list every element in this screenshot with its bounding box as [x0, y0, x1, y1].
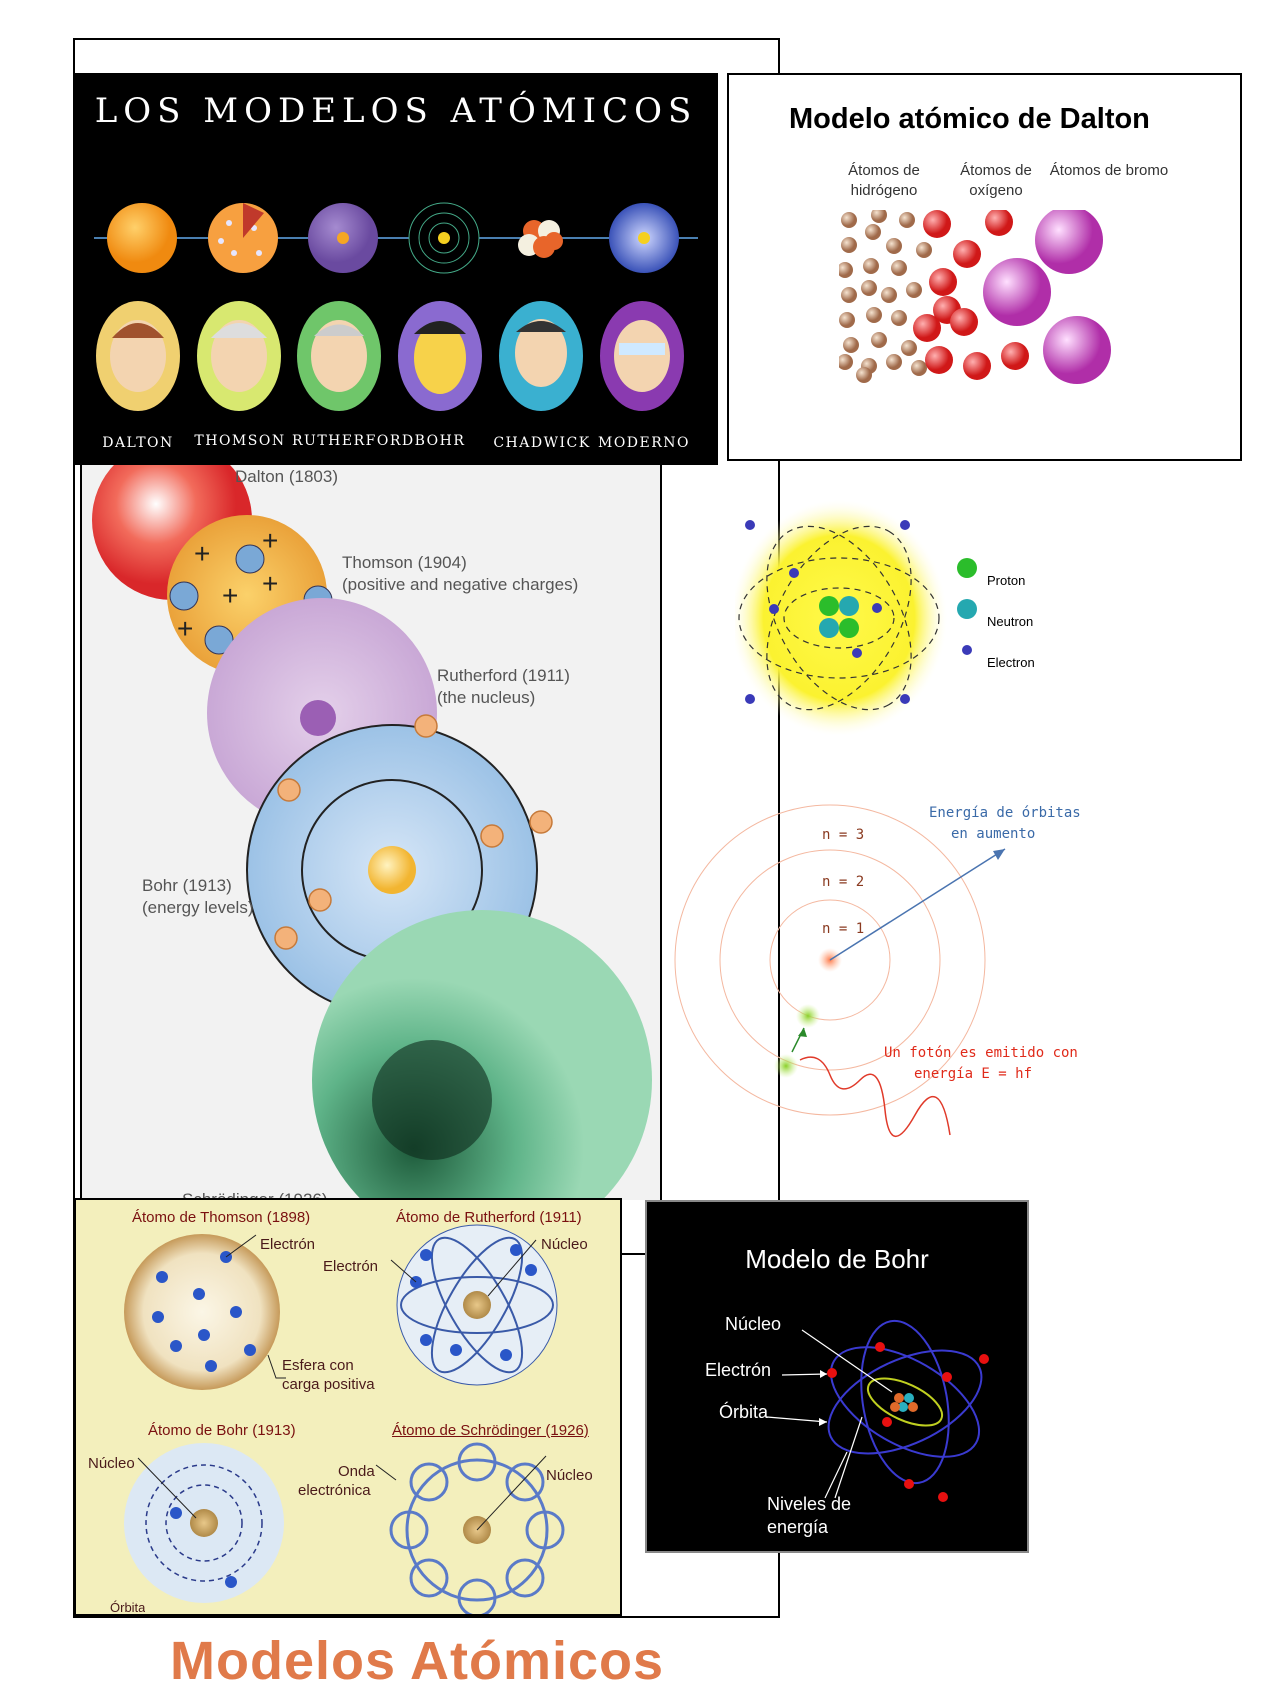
rutherford-atom-title: Átomo de Rutherford (1911) [396, 1209, 582, 1226]
dalton-model-panel: Modelo atómico de Dalton Átomos de hidró… [727, 73, 1242, 461]
orbit-partial-label: Órbita [110, 1600, 146, 1612]
svg-text:+: + [177, 613, 193, 644]
orbit-label-1: Energía de órbitas [929, 805, 1081, 821]
level-n2: n = 2 [822, 874, 865, 890]
label-rutherford: RUTHERFORD [292, 433, 415, 449]
comparison-illustrations [124, 1224, 565, 1614]
orbit-label-2: en aumento [951, 826, 1036, 842]
dalton-atoms-illustration [839, 210, 1111, 384]
dalton-portrait [96, 301, 180, 411]
chadwick-model-icon [518, 220, 563, 258]
thomson-electron-label: Electrón [260, 1236, 316, 1253]
modern-scientist-portrait [600, 301, 684, 411]
atom-comparison-panel: Átomo de Thomson (1898) Átomo de Rutherf… [74, 1198, 622, 1616]
history-bohr-label-1: Bohr (1913) [142, 876, 232, 895]
legend-electron: Electron [987, 655, 1035, 670]
rutherford-electron-label: Electrón [323, 1258, 379, 1275]
proton-legend-icon [957, 558, 977, 578]
bohr-orbit-label: Órbita [719, 1402, 769, 1422]
bohr-model-title: Modelo de Bohr [745, 1244, 929, 1274]
chadwick-portrait [499, 301, 583, 411]
bohr-model-panel: Modelo de Bohr Núcleo Electrón Órbita Ni [645, 1200, 1029, 1553]
label-chadwick: CHADWICK [493, 435, 591, 451]
page-frame [73, 38, 780, 1618]
svg-text:+: + [222, 580, 238, 611]
energy-levels-diagram [674, 804, 1006, 1137]
schrodinger-nucleus-label: Núcleo [546, 1467, 593, 1484]
level-n3: n = 3 [822, 827, 865, 843]
wave-label-2: electrónica [298, 1482, 371, 1499]
history-rutherford-label-2: (the nucleus) [437, 688, 535, 707]
model-timeline [94, 202, 698, 274]
history-rutherford-label-1: Rutherford (1911) [437, 666, 570, 685]
photon-label-1: Un fotón es emitido con [884, 1045, 1078, 1061]
bohr-model-icon [408, 202, 480, 274]
svg-text:+: + [262, 568, 278, 599]
electron-legend-icon [962, 645, 972, 655]
bohr-levels-label-1: Niveles de [767, 1494, 852, 1514]
sphere-label-1: Esfera con [282, 1357, 354, 1374]
nucleus-particles [819, 596, 859, 638]
column-line-left [80, 460, 82, 1200]
label-dalton: DALTON [102, 435, 174, 451]
legend-icons [957, 558, 977, 655]
dalton-model-icon [107, 203, 177, 273]
history-thomson-label-1: Thomson (1904) [342, 553, 467, 572]
legend-neutron: Neutron [987, 614, 1034, 629]
rutherford-nucleus-label: Núcleo [541, 1236, 588, 1253]
bohr-atom-title: Átomo de Bohr (1913) [148, 1422, 296, 1439]
scientist-portraits [96, 301, 684, 411]
rutherford-nucleus [300, 700, 336, 736]
rutherford-portrait [297, 301, 381, 411]
bohr-nucleus-label: Núcleo [88, 1455, 135, 1472]
history-thomson-label-2: (positive and negative charges) [342, 575, 578, 594]
wave-label-1: Onda [338, 1463, 375, 1480]
bohr-nucleus-cluster [890, 1393, 918, 1412]
sphere-label-2: carga positiva [282, 1376, 375, 1393]
bohr-nucleus-label: Núcleo [725, 1314, 782, 1334]
history-dalton-label: Dalton (1803) [235, 467, 338, 486]
svg-text:+: + [194, 538, 210, 569]
label-modern: MODERNO [597, 435, 691, 451]
bohr-nucleus [368, 846, 416, 894]
history-bohr-label-2: (energy levels) [142, 898, 254, 917]
legend-proton: Proton [987, 573, 1026, 588]
atomic-models-banner: LOS MODELOS ATÓMICOS [74, 73, 718, 465]
banner-title: LOS MODELOS ATÓMICOS [94, 91, 698, 131]
schrodinger-atom-title: Átomo de Schrödinger (1926) [392, 1422, 589, 1439]
thomson-portrait [197, 301, 281, 411]
column-line-right [660, 460, 662, 1200]
hydrogen-label: Átomos de hidrógeno [848, 162, 920, 199]
neutron-legend-icon [957, 599, 977, 619]
label-bohr: BOHR [414, 433, 466, 449]
history-schrodinger-label: Schrödinger (1926) [182, 1190, 328, 1200]
level-n1: n = 1 [822, 921, 865, 937]
bohr-model-illustration [766, 1319, 989, 1502]
bromine-label: Átomos de bromo [1049, 162, 1169, 179]
oxygen-label: Átomos de oxígeno [960, 162, 1032, 199]
dalton-model-title: Modelo atómico de Dalton [789, 103, 1150, 135]
atom-history-illustration: + + + + + Dalton (1803) Thomson (1904) (posi… [82, 460, 660, 1200]
bohr-electron-label: Electrón [705, 1360, 772, 1380]
bohr-levels-label-2: energía [767, 1517, 829, 1537]
thomson-atom-title: Átomo de Thomson (1898) [132, 1209, 311, 1226]
bohr-portrait [398, 301, 482, 411]
connector-line [622, 1253, 646, 1255]
label-thomson: THOMSON [194, 433, 286, 449]
atom-structure-diagram [735, 500, 947, 736]
photon-label-2: energía E = hf [914, 1066, 1033, 1082]
svg-text:+: + [262, 525, 278, 556]
footer-title: Modelos Atómicos [170, 1631, 665, 1691]
